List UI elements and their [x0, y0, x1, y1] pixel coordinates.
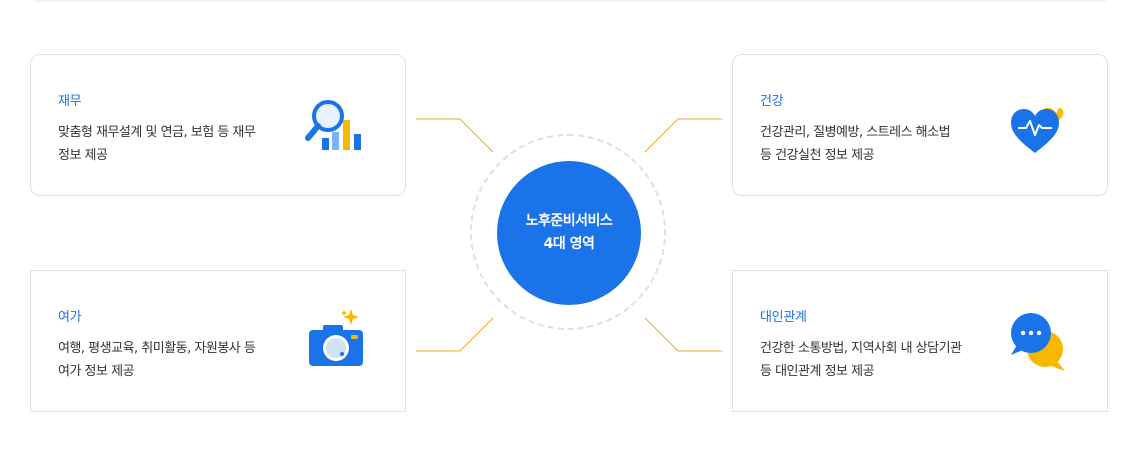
- card-leisure-desc: 여행, 평생교육, 취미활동, 자원봉사 등 여가 정보 제공: [58, 337, 278, 383]
- card-finance: 재무 맞춤형 재무설계 및 연금, 보험 등 재무 정보 제공: [30, 54, 406, 196]
- card-leisure: 여가 여행, 평생교육, 취미활동, 자원봉사 등 여가 정보 제공: [30, 270, 406, 412]
- center-title-line1: 노후준비서비스: [525, 213, 613, 229]
- card-relations: 대인관계 건강한 소통방법, 지역사회 내 상담기관 등 대인관계 정보 제공: [732, 270, 1108, 412]
- card-finance-desc-line2: 정보 제공: [58, 148, 108, 163]
- magnifier-chart-icon: [305, 100, 361, 150]
- card-relations-desc: 건강한 소통방법, 지역사회 내 상담기관 등 대인관계 정보 제공: [760, 337, 980, 383]
- card-leisure-title: 여가: [58, 310, 82, 325]
- center-dashed-ring: [470, 134, 666, 330]
- camera-icon: [309, 309, 363, 366]
- card-relations-desc-line2: 등 대인관계 정보 제공: [760, 364, 875, 379]
- card-relations-desc-line1: 건강한 소통방법, 지역사회 내 상담기관: [760, 341, 962, 356]
- card-health-desc-line2: 등 건강실천 정보 제공: [760, 148, 875, 163]
- card-health-desc: 건강관리, 질병예방, 스트레스 해소법 등 건강실천 정보 제공: [760, 121, 980, 167]
- card-health-title: 건강: [760, 94, 784, 109]
- card-finance-title: 재무: [58, 94, 82, 109]
- connector-leisure: [416, 317, 494, 352]
- connector-health: [644, 118, 722, 153]
- card-leisure-desc-line1: 여행, 평생교육, 취미활동, 자원봉사 등: [58, 341, 256, 356]
- card-health-desc-line1: 건강관리, 질병예방, 스트레스 해소법: [760, 125, 951, 140]
- card-finance-desc: 맞춤형 재무설계 및 연금, 보험 등 재무 정보 제공: [58, 121, 278, 167]
- chat-bubbles-icon: [1011, 313, 1065, 371]
- heart-pulse-icon: [1011, 107, 1064, 153]
- top-divider: [34, 0, 1106, 3]
- connector-relations: [644, 317, 722, 352]
- card-relations-title: 대인관계: [760, 310, 807, 325]
- connector-finance: [416, 118, 494, 153]
- center-title-line2: 4대 영역: [543, 236, 595, 252]
- card-finance-desc-line1: 맞춤형 재무설계 및 연금, 보험 등 재무: [58, 125, 256, 140]
- card-leisure-desc-line2: 여가 정보 제공: [58, 364, 135, 379]
- card-health: 건강 건강관리, 질병예방, 스트레스 해소법 등 건강실천 정보 제공: [732, 54, 1108, 196]
- center-circle: 노후준비서비스 4대 영역: [497, 161, 641, 305]
